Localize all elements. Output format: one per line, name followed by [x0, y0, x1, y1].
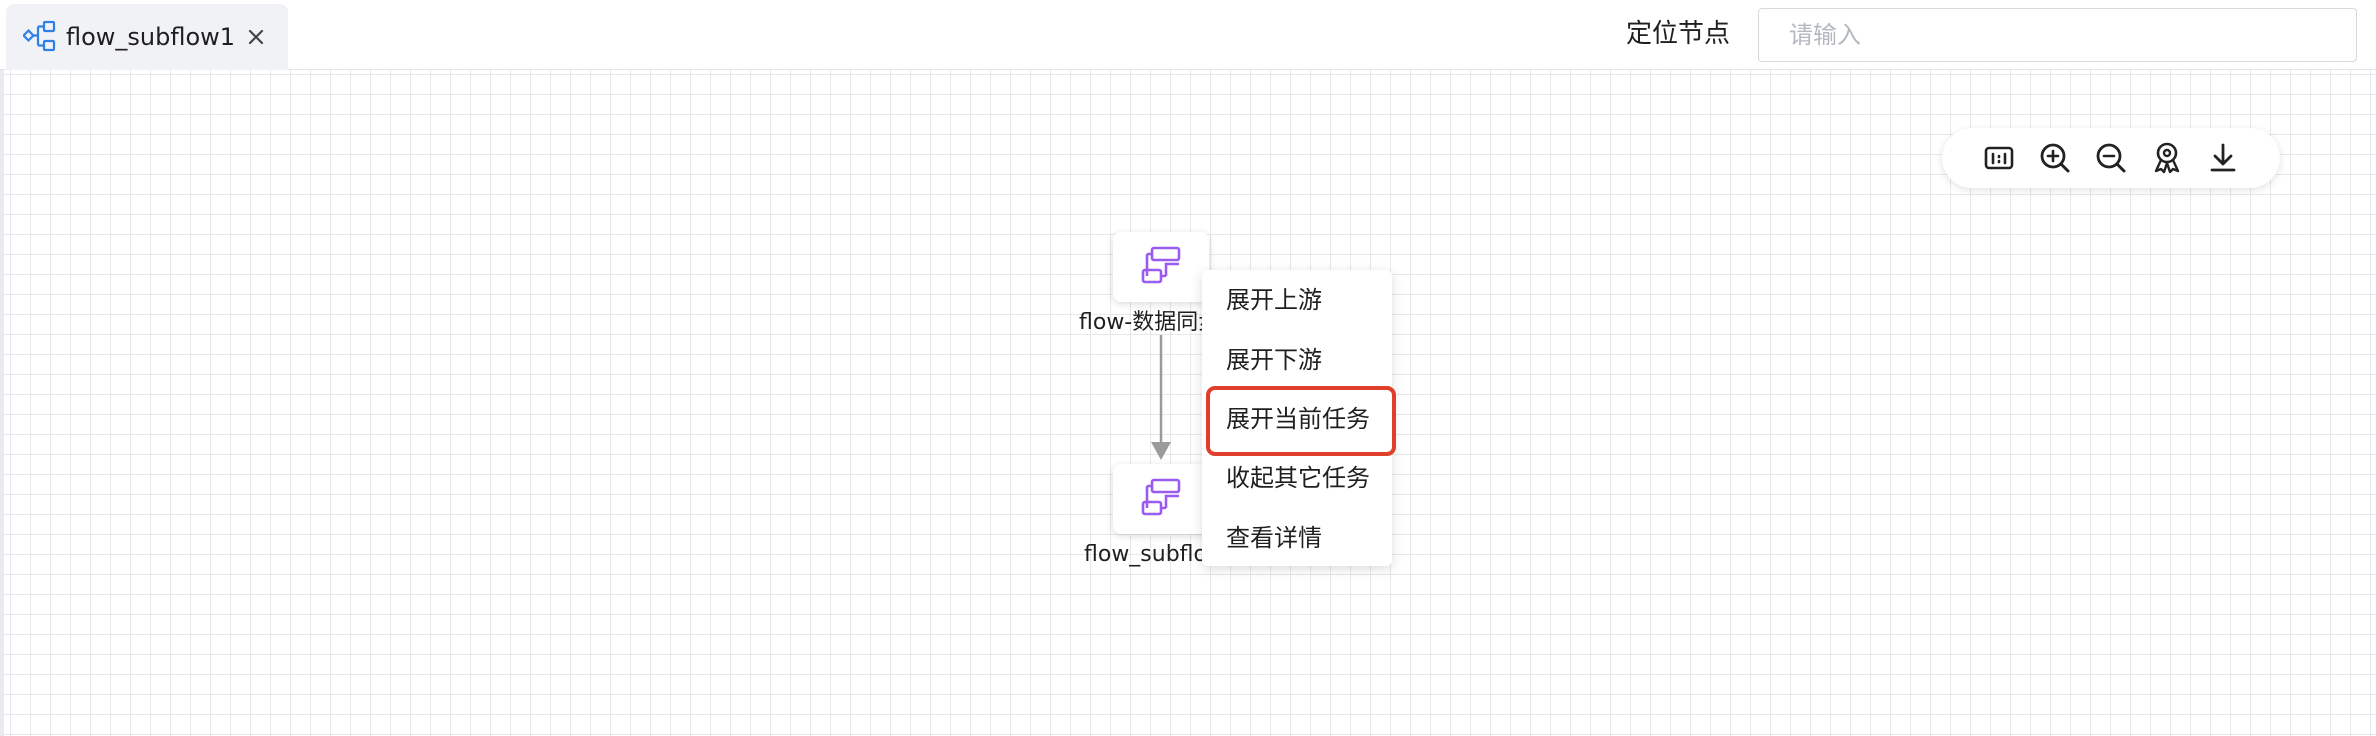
menu-item-expand-downstream[interactable]: 展开下游 [1226, 346, 1322, 374]
task-node-icon [1139, 477, 1183, 521]
tab-title: flow_subflow1 [66, 23, 236, 51]
graph-node-upstream[interactable] [1113, 232, 1209, 302]
fit-to-screen-icon[interactable] [1980, 139, 2018, 177]
menu-item-view-details[interactable]: 查看详情 [1226, 524, 1322, 552]
flow-diagram-icon [21, 19, 57, 53]
context-menu: 展开上游 展开下游 展开当前任务 收起其它任务 查看详情 [1202, 270, 1392, 566]
locate-node-input[interactable] [1758, 8, 2357, 62]
tab-flow-subflow1[interactable]: flow_subflow1 [6, 4, 288, 70]
zoom-in-icon[interactable] [2036, 139, 2074, 177]
menu-item-expand-current-task[interactable]: 展开当前任务 [1226, 405, 1370, 433]
graph-node-current[interactable] [1113, 464, 1209, 534]
menu-item-expand-upstream[interactable]: 展开上游 [1226, 286, 1322, 314]
locate-node-label: 定位节点 [1626, 19, 1731, 49]
top-bar: flow_subflow1 定位节点 [0, 0, 2376, 70]
canvas-toolbar [1942, 128, 2280, 188]
locate-icon[interactable] [2148, 139, 2186, 177]
close-icon[interactable] [242, 23, 270, 51]
zoom-out-icon[interactable] [2092, 139, 2130, 177]
download-icon[interactable] [2204, 139, 2242, 177]
graph-canvas[interactable]: flow-数据同步1 flow_subflow1 展开上游 展开下游 展开当前任… [0, 70, 2376, 736]
task-node-icon [1139, 245, 1183, 289]
menu-item-collapse-other-tasks[interactable]: 收起其它任务 [1226, 464, 1370, 492]
